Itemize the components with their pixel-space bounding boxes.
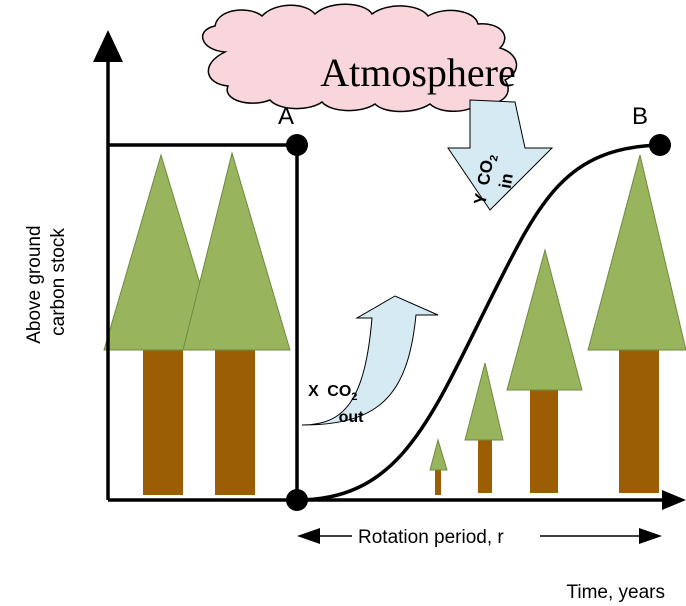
rotation-period-label: Rotation period, r bbox=[358, 527, 504, 548]
co2-in-subscript: 2 bbox=[488, 154, 501, 162]
point-b-label: B bbox=[632, 103, 648, 130]
co2-out-label: X CO2 out bbox=[308, 383, 364, 426]
tree-trunk bbox=[530, 390, 558, 493]
co2-in-suffix: in bbox=[496, 172, 517, 190]
rotation-period: Rotation period, r bbox=[297, 527, 662, 548]
tree-crown bbox=[429, 438, 448, 471]
growth-curve bbox=[296, 134, 671, 502]
tree-trunk bbox=[143, 350, 183, 495]
tree-mature-right bbox=[587, 154, 686, 493]
y-axis-label: Above ground carbon stock bbox=[24, 220, 69, 344]
tree-1 bbox=[103, 153, 221, 495]
cloud-shape bbox=[201, 3, 518, 113]
tree-trunk bbox=[215, 350, 255, 495]
co2-out-arrow: X CO2 out bbox=[301, 295, 439, 426]
growing-trees bbox=[429, 154, 686, 495]
co2-out-arrow-shape bbox=[301, 295, 439, 426]
co2-out-prefix: X bbox=[308, 383, 319, 400]
co2-out-suffix: out bbox=[339, 409, 365, 426]
y-axis-label-line2: carbon stock bbox=[48, 228, 69, 336]
co2-in-label: Y CO2 in bbox=[470, 148, 520, 210]
y-axis-label-line1: Above ground bbox=[24, 225, 45, 343]
point-a-label: A bbox=[278, 103, 294, 130]
tree-trunk bbox=[478, 440, 492, 493]
tree-crown bbox=[587, 154, 686, 351]
co2-out-main: CO bbox=[327, 383, 351, 400]
point-b-marker bbox=[649, 134, 671, 156]
tree-young bbox=[506, 248, 583, 493]
point-a-marker bbox=[286, 134, 308, 156]
x-axis-label: Time, years bbox=[566, 582, 665, 603]
mature-trees-left bbox=[103, 151, 291, 495]
sigmoid-curve bbox=[296, 143, 661, 502]
co2-in-prefix: Y bbox=[470, 191, 491, 206]
co2-out-subscript: 2 bbox=[351, 391, 357, 403]
tree-sapling bbox=[464, 362, 504, 493]
rotation-arrowhead-left-icon bbox=[297, 528, 320, 544]
x-axis-arrowhead-icon bbox=[662, 490, 686, 510]
tree-crown bbox=[506, 248, 583, 391]
tree-trunk bbox=[435, 470, 441, 495]
co2-in-main: CO bbox=[474, 158, 497, 186]
rotation-arrowhead-right-icon bbox=[639, 528, 662, 544]
axes bbox=[93, 30, 686, 510]
tree-seedling bbox=[429, 438, 448, 495]
atmosphere-cloud: Atmosphere bbox=[201, 3, 518, 113]
tree-crown bbox=[464, 362, 504, 441]
tree-crown bbox=[103, 153, 221, 351]
co2-in-arrow: Y CO2 in bbox=[447, 99, 554, 211]
tree-crown bbox=[182, 151, 291, 351]
atmosphere-label: Atmosphere bbox=[320, 50, 516, 95]
y-axis-arrowhead-icon bbox=[93, 30, 123, 62]
co2-in-arrow-shape bbox=[447, 99, 554, 211]
tree-trunk bbox=[619, 350, 659, 493]
tree-2 bbox=[182, 151, 291, 495]
